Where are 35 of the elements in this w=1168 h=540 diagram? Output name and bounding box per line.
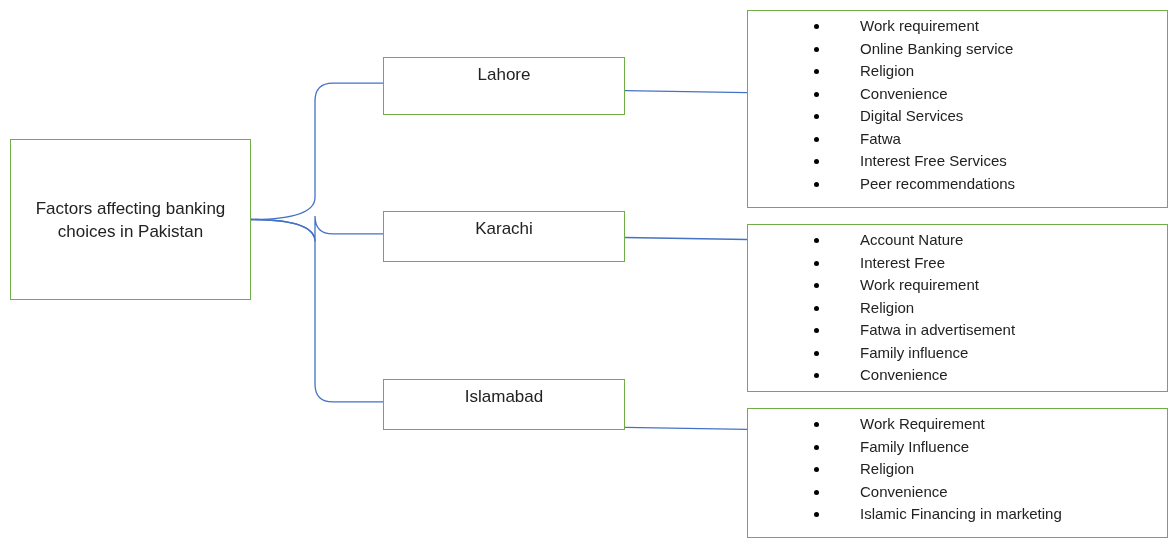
list-item-text: Account Nature: [860, 231, 964, 248]
list-item-text: Interest Free: [860, 253, 946, 271]
list-item-text: Convenience: [860, 482, 948, 500]
list-box: [747, 224, 1168, 392]
list-item-text: Religion: [860, 62, 915, 79]
list-item-text: Fatwa in advertisement: [860, 321, 1016, 338]
connector-line: [250, 218, 384, 403]
list-item-text: Convenience: [860, 366, 948, 383]
connector-line: [624, 236, 748, 241]
list-item-text: Work requirement: [860, 17, 979, 34]
list-box: [747, 10, 1168, 208]
city-box: [383, 379, 625, 430]
connector-line: [624, 426, 748, 431]
city-box: [383, 57, 625, 115]
list-item-text: Digital Services: [860, 107, 964, 124]
list-item-text: Family Influence: [860, 437, 970, 455]
list-item-text: Work Requirement: [860, 415, 985, 432]
list-box: [747, 408, 1168, 538]
connector-line: [624, 90, 748, 94]
city-label: Lahore: [477, 65, 531, 84]
list-item-text: Family influence: [860, 343, 969, 361]
list-item-text: Islamic Financing in marketing: [860, 505, 1062, 522]
list-item-text: Religion: [860, 460, 915, 477]
list-item-text: Online Banking service: [860, 39, 1014, 57]
topic-box: [10, 139, 251, 300]
list-item-text: Work requirement: [860, 276, 979, 293]
list-item-text: Religion: [860, 298, 915, 316]
city-label: Karachi: [475, 219, 533, 238]
list-item-text: Peer recommendations: [860, 174, 1016, 192]
list-item-text: Convenience: [860, 84, 948, 102]
list-item-text: Interest Free Services: [860, 152, 1007, 169]
city-box: [383, 211, 625, 262]
list-item-text: Fatwa: [860, 129, 901, 147]
topic-label: Factors affecting banking choices in Pakistan: [34, 197, 227, 243]
city-label: Islamabad: [464, 387, 544, 406]
